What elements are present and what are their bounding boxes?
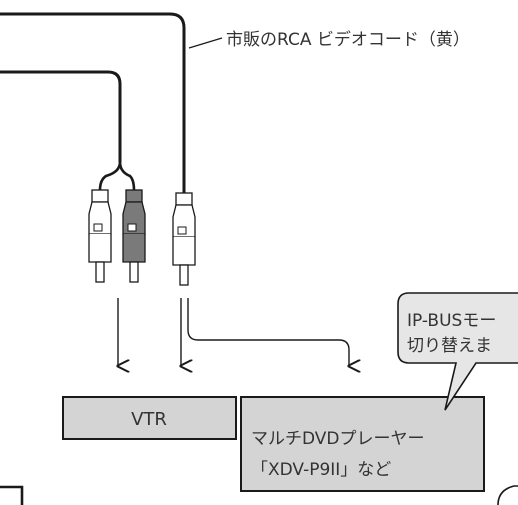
rca-plug-white	[88, 189, 112, 283]
rca-plug-yellow	[172, 192, 196, 286]
arrow-video-to-dvd	[187, 298, 349, 366]
ipbus-callout	[397, 292, 518, 411]
video-cord-label: 市販のRCA ビデオコード（黄）	[226, 29, 470, 50]
multi-dvd-label-line1: マルチDVDプレーヤー	[251, 429, 425, 449]
vtr-box	[62, 396, 237, 440]
multi-dvd-label-line2: 「XDV-P9II」など	[251, 460, 391, 480]
audio-cable	[0, 70, 122, 162]
rca-plug-red	[122, 189, 146, 283]
vtr-label: VTR	[131, 409, 167, 430]
multi-dvd-player-box	[240, 396, 485, 492]
label-leader-line	[188, 37, 223, 49]
bottom-cable-line	[0, 485, 24, 505]
audio-split-left	[98, 161, 122, 191]
ipbus-callout-line1: IP-BUSモー	[407, 311, 496, 331]
ipbus-callout-line2: 切り替えま	[407, 336, 492, 356]
video-cable	[0, 12, 186, 193]
corner-line	[497, 485, 518, 505]
audio-split-right	[118, 161, 136, 191]
